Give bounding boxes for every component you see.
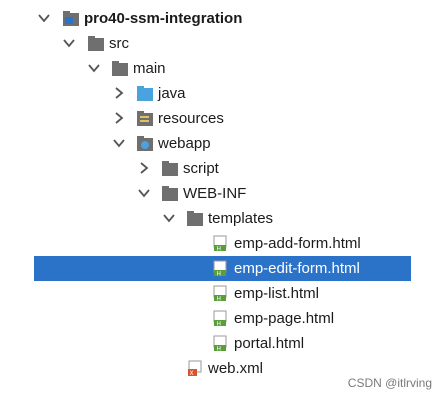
html-file-icon: H [213, 335, 227, 353]
tree-row-src[interactable]: src [0, 31, 445, 56]
file-label-webxml: web.xml [208, 360, 264, 377]
svg-text:H: H [217, 346, 222, 353]
chevron-down-icon[interactable] [61, 35, 77, 51]
tree-row-file-selected[interactable]: H emp-edit-form.html [0, 256, 445, 281]
folder-icon [162, 161, 178, 176]
chevron-right-icon[interactable] [111, 85, 127, 101]
tree-row-webxml[interactable]: X web.xml [0, 356, 445, 381]
file-label: emp-page.html [234, 310, 335, 327]
svg-text:H: H [217, 296, 222, 303]
folder-label-src: src [109, 35, 129, 52]
source-folder-icon [137, 86, 153, 101]
folder-icon [88, 36, 104, 51]
tree-row-file[interactable]: H emp-page.html [0, 306, 445, 331]
folder-label-script: script [183, 160, 219, 177]
file-label: emp-list.html [234, 285, 320, 302]
folder-icon [162, 186, 178, 201]
watermark: CSDN @itlrving [347, 376, 432, 390]
svg-text:H: H [217, 246, 222, 253]
tree-row-java[interactable]: java [0, 81, 445, 106]
web-folder-icon [137, 136, 153, 151]
folder-label-webinf: WEB-INF [183, 185, 247, 202]
svg-text:H: H [217, 271, 222, 278]
svg-text:X: X [190, 370, 194, 377]
project-name: pro40-ssm-integration [84, 10, 243, 27]
xml-file-icon: X [188, 360, 202, 377]
html-file-icon: H [213, 285, 227, 303]
chevron-down-icon[interactable] [161, 210, 177, 226]
svg-text:H: H [217, 321, 222, 328]
tree-row-script[interactable]: script [0, 156, 445, 181]
html-file-icon: H [213, 310, 227, 328]
tree-row-webapp[interactable]: webapp [0, 131, 445, 156]
folder-label-resources: resources [158, 110, 224, 127]
resources-folder-icon [137, 111, 153, 126]
html-file-icon: H [213, 260, 227, 278]
html-file-icon: H [213, 235, 227, 253]
folder-icon [112, 61, 128, 76]
chevron-down-icon[interactable] [136, 185, 152, 201]
tree-row-project[interactable]: pro40-ssm-integration [0, 6, 445, 31]
chevron-down-icon[interactable] [86, 60, 102, 76]
chevron-down-icon[interactable] [36, 10, 52, 26]
folder-label-main: main [133, 60, 166, 77]
folder-label-java: java [158, 85, 186, 102]
chevron-right-icon[interactable] [111, 110, 127, 126]
chevron-down-icon[interactable] [111, 135, 127, 151]
tree-row-main[interactable]: main [0, 56, 445, 81]
file-label: portal.html [234, 335, 305, 352]
folder-icon [187, 211, 203, 226]
tree-row-webinf[interactable]: WEB-INF [0, 181, 445, 206]
tree-row-file[interactable]: H portal.html [0, 331, 445, 356]
tree-row-resources[interactable]: resources [0, 106, 445, 131]
project-folder-icon [63, 11, 79, 26]
tree-row-file[interactable]: H emp-add-form.html [0, 231, 445, 256]
folder-label-templates: templates [208, 210, 274, 227]
folder-label-webapp: webapp [158, 135, 211, 152]
tree-row-file[interactable]: H emp-list.html [0, 281, 445, 306]
file-label: emp-edit-form.html [234, 260, 360, 277]
file-label: emp-add-form.html [234, 235, 361, 252]
chevron-right-icon[interactable] [136, 160, 152, 176]
tree-row-templates[interactable]: templates [0, 206, 445, 231]
